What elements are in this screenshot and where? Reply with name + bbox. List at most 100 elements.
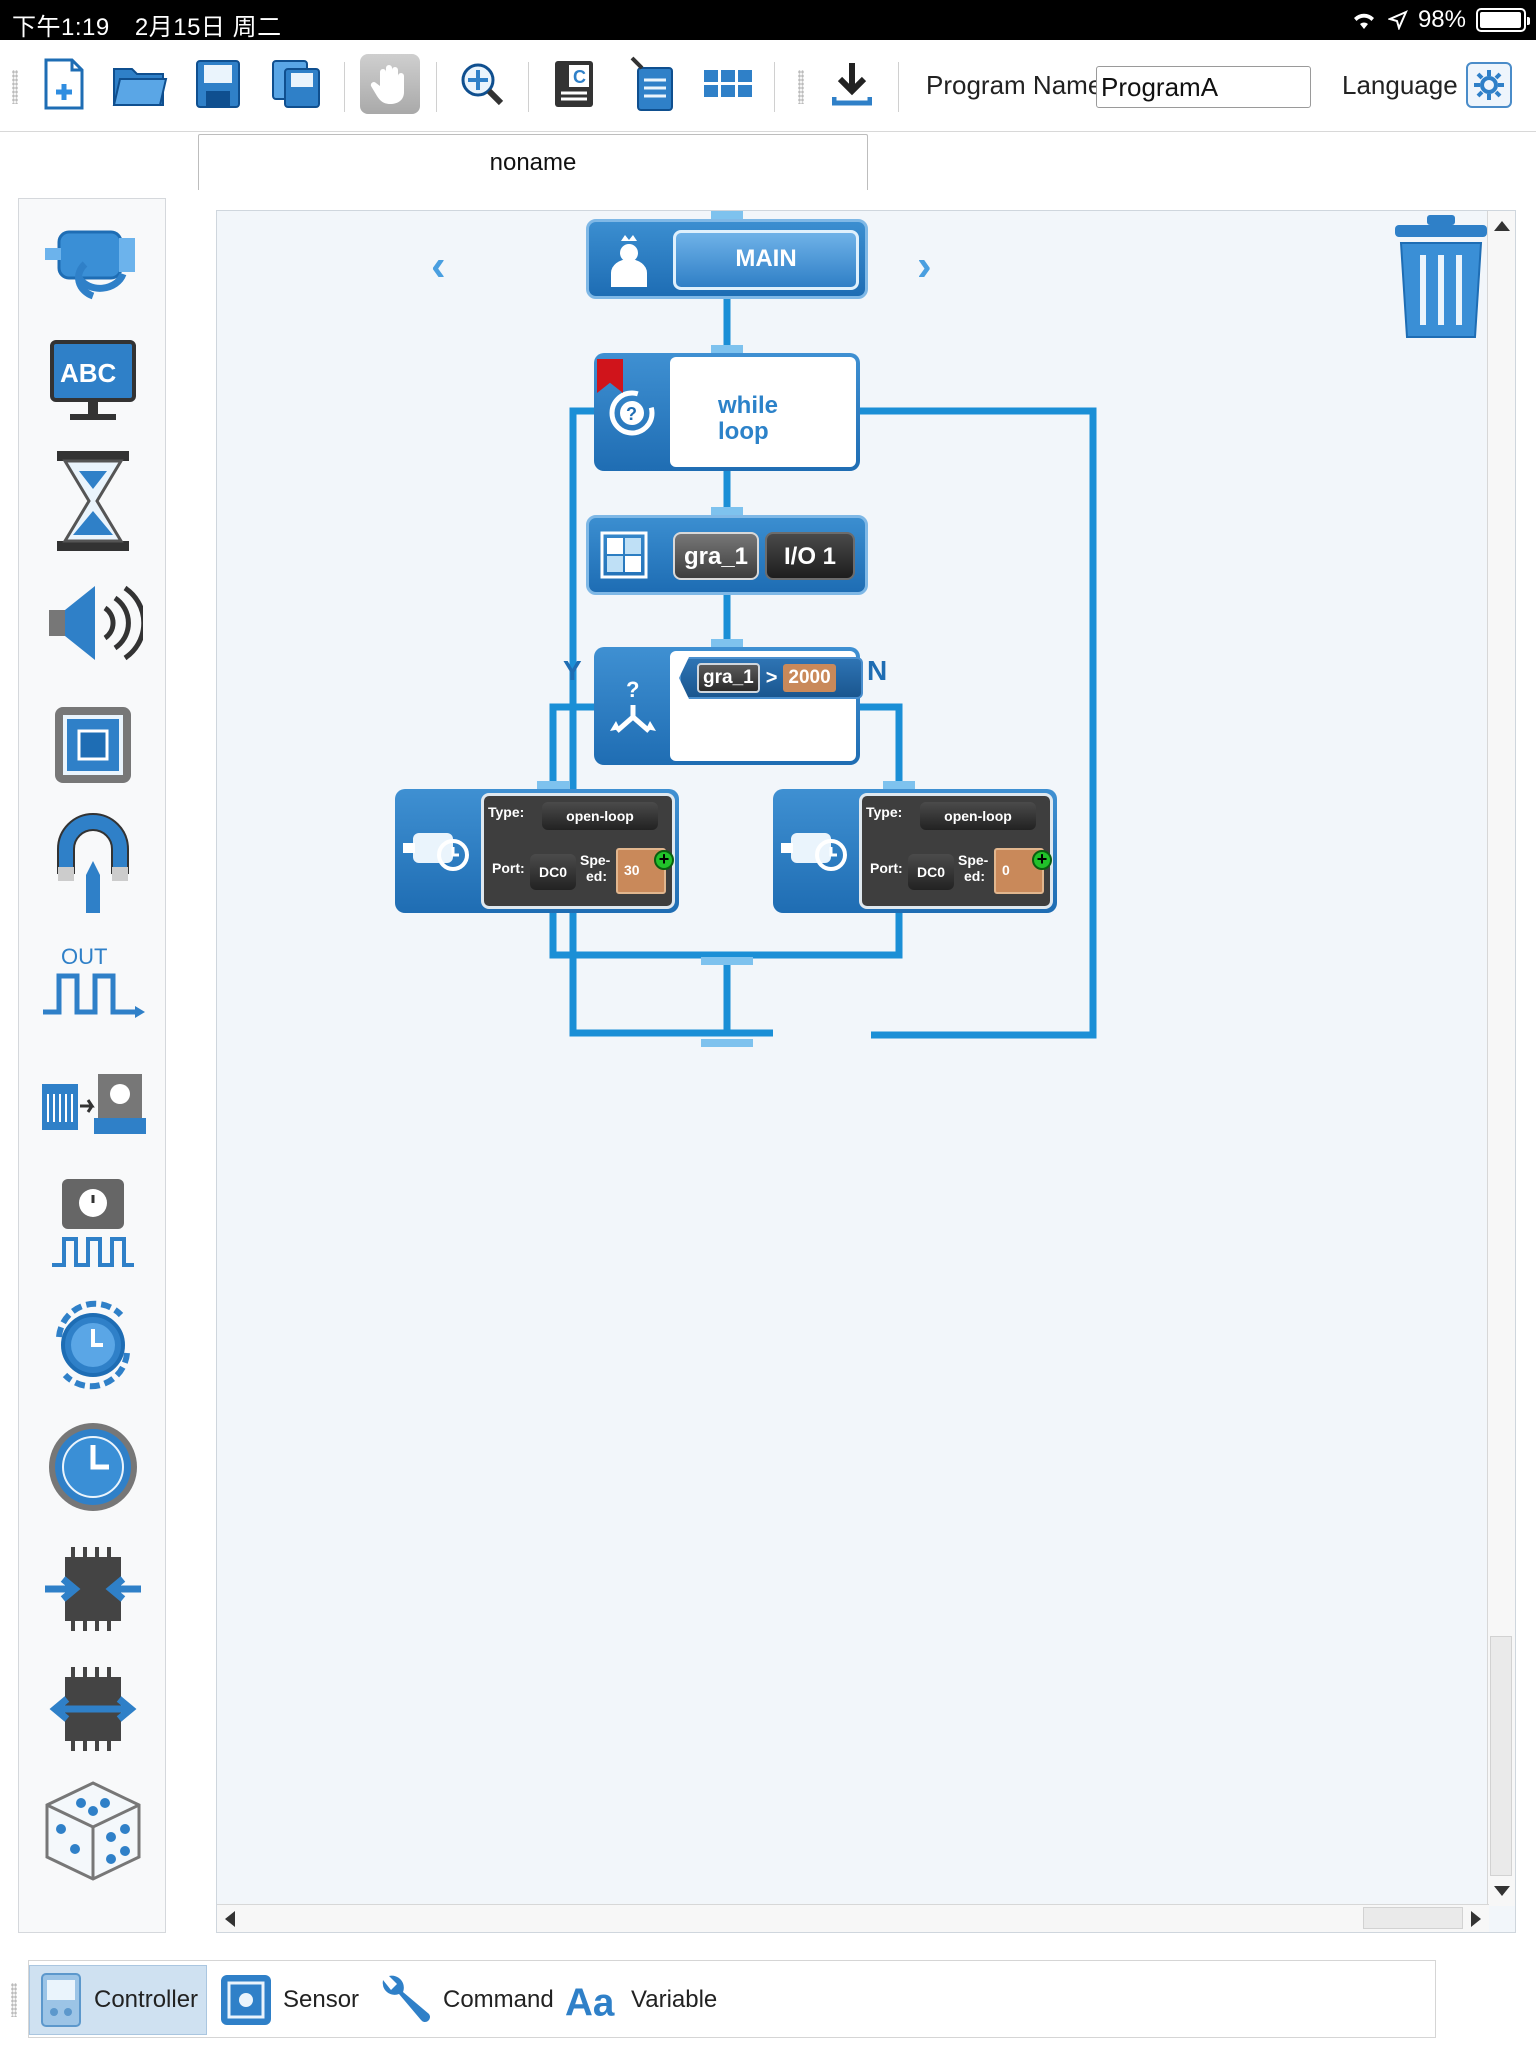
palette-dice[interactable] (37, 1775, 149, 1887)
controller-icon (38, 1972, 84, 2028)
hand-icon (370, 65, 404, 104)
language-label: Language (1342, 70, 1458, 100)
speed-input[interactable]: 0 (994, 848, 1044, 894)
next-program-arrow[interactable]: › (917, 241, 932, 290)
tab-bar-grip[interactable] (11, 1983, 17, 2017)
motor-icon (45, 230, 135, 300)
palette-rfid[interactable] (37, 1049, 149, 1161)
add-parameter-icon[interactable]: + (654, 850, 674, 870)
svg-text:ABC: ABC (60, 358, 117, 388)
palette-pulse-out[interactable]: OUT (37, 929, 149, 1041)
tab-sensor[interactable]: Sensor (211, 1965, 360, 2035)
download-icon (832, 63, 872, 106)
motor-block-yes[interactable]: Type: open-loop Port: DC0 Spe- ed: 30 + (395, 789, 679, 913)
scroll-right-arrow[interactable] (1471, 1911, 1481, 1927)
program-canvas[interactable]: ‹ MAIN › ? while loop gra_1 I/O 1 Y ? gr… (216, 210, 1516, 1933)
trash-icon[interactable] (1391, 211, 1491, 341)
download-list-icon (630, 56, 673, 111)
tab-variable[interactable]: Aa Variable (557, 1965, 727, 2035)
motor-settings-panel: Type: open-loop Port: DC0 Spe- ed: 0 + (859, 793, 1053, 909)
palette-servo-pulse[interactable] (37, 1169, 149, 1281)
toolbar: C Program Name: Language (0, 40, 1536, 132)
gear-icon (1474, 70, 1504, 100)
palette-speaker[interactable] (37, 567, 149, 679)
open-folder-button[interactable] (110, 54, 170, 114)
code-view-button[interactable]: C (544, 54, 604, 114)
palette-motor[interactable] (37, 205, 149, 317)
chip-in-icon (45, 1547, 141, 1631)
palette-magnet[interactable] (37, 809, 149, 921)
tab-sensor-label: Sensor (283, 1986, 360, 2013)
toolbar-grip[interactable] (12, 70, 18, 104)
battery-icon (1476, 8, 1530, 32)
vertical-scroll-thumb[interactable] (1490, 1636, 1512, 1876)
motor-settings-panel: Type: open-loop Port: DC0 Spe- ed: 30 + (481, 793, 675, 909)
folder-icon (112, 68, 168, 106)
hand-tool-button[interactable] (360, 54, 420, 114)
toolbar-grip-2[interactable] (798, 70, 804, 104)
type-label: Type: (488, 804, 525, 820)
new-file-button[interactable] (34, 54, 94, 114)
palette-chip-in[interactable] (37, 1533, 149, 1645)
grid-view-button[interactable] (698, 54, 758, 114)
main-user-icon (599, 232, 659, 290)
language-button[interactable] (1466, 62, 1512, 108)
sensor-read-block[interactable]: gra_1 I/O 1 (586, 515, 868, 595)
save-button[interactable] (188, 54, 248, 114)
rotation-timer-icon (56, 1300, 130, 1390)
motor-icon (779, 823, 853, 877)
type-select[interactable]: open-loop (542, 802, 658, 830)
program-name-input[interactable] (1096, 66, 1311, 108)
port-select[interactable]: DC0 (530, 854, 576, 890)
motor-icon (401, 823, 475, 877)
horizontal-scroll-thumb[interactable] (1363, 1907, 1463, 1929)
clock-icon (49, 1423, 137, 1511)
scroll-left-arrow[interactable] (225, 1911, 235, 1927)
branch-question-icon: ? (604, 673, 662, 739)
type-select[interactable]: open-loop (920, 802, 1036, 830)
speed-label-1: Spe- (580, 852, 611, 868)
scroll-down-arrow[interactable] (1494, 1886, 1510, 1896)
if-condition[interactable]: gra_1 > 2000 (679, 657, 863, 699)
svg-text:?: ? (626, 404, 637, 424)
variable-gra1[interactable]: gra_1 (673, 532, 759, 580)
speed-label-2: ed: (586, 868, 607, 884)
motor-block-no[interactable]: Type: open-loop Port: DC0 Spe- ed: 0 + (773, 789, 1057, 913)
tab-command[interactable]: Command (369, 1965, 569, 2035)
condition-variable[interactable]: gra_1 (697, 663, 760, 693)
palette-chip-out[interactable] (37, 1653, 149, 1765)
palette-timer[interactable] (37, 445, 149, 557)
add-parameter-icon[interactable]: + (1032, 850, 1052, 870)
servo-pulse-icon (52, 1179, 134, 1267)
condition-value[interactable]: 2000 (783, 664, 836, 692)
tab-controller[interactable]: Controller (29, 1965, 207, 2035)
vertical-scrollbar[interactable] (1487, 211, 1515, 1906)
svg-text:?: ? (626, 677, 639, 702)
download-list-button[interactable] (622, 54, 682, 114)
condition-operator[interactable]: > (765, 666, 778, 689)
main-block[interactable]: MAIN (586, 219, 868, 299)
while-loop-block[interactable]: ? while loop (594, 353, 860, 471)
palette-clock[interactable] (37, 1411, 149, 1523)
scroll-up-arrow[interactable] (1494, 221, 1510, 231)
svg-text:C: C (573, 67, 586, 87)
port-select[interactable]: DC0 (908, 854, 954, 890)
save-as-button[interactable] (266, 54, 326, 114)
sensor-grid-icon (599, 530, 649, 580)
download-button[interactable] (822, 54, 882, 114)
flow-connectors (537, 211, 1097, 1047)
branch-yes-label: Y (563, 655, 582, 686)
prev-program-arrow[interactable]: ‹ (431, 241, 446, 290)
pulse-output-icon: OUT (43, 944, 145, 1018)
palette-rotation-timer[interactable] (37, 1289, 149, 1401)
tab-noname[interactable]: noname (198, 134, 868, 190)
new-file-icon (44, 58, 84, 110)
branch-no-label: N (867, 655, 888, 686)
port-io1[interactable]: I/O 1 (765, 532, 855, 580)
save-as-icon (272, 60, 320, 108)
palette-display[interactable]: ABC (37, 325, 149, 437)
type-label: Type: (866, 804, 903, 820)
horizontal-scrollbar[interactable] (217, 1904, 1489, 1932)
zoom-button[interactable] (452, 54, 512, 114)
palette-button[interactable] (37, 689, 149, 801)
